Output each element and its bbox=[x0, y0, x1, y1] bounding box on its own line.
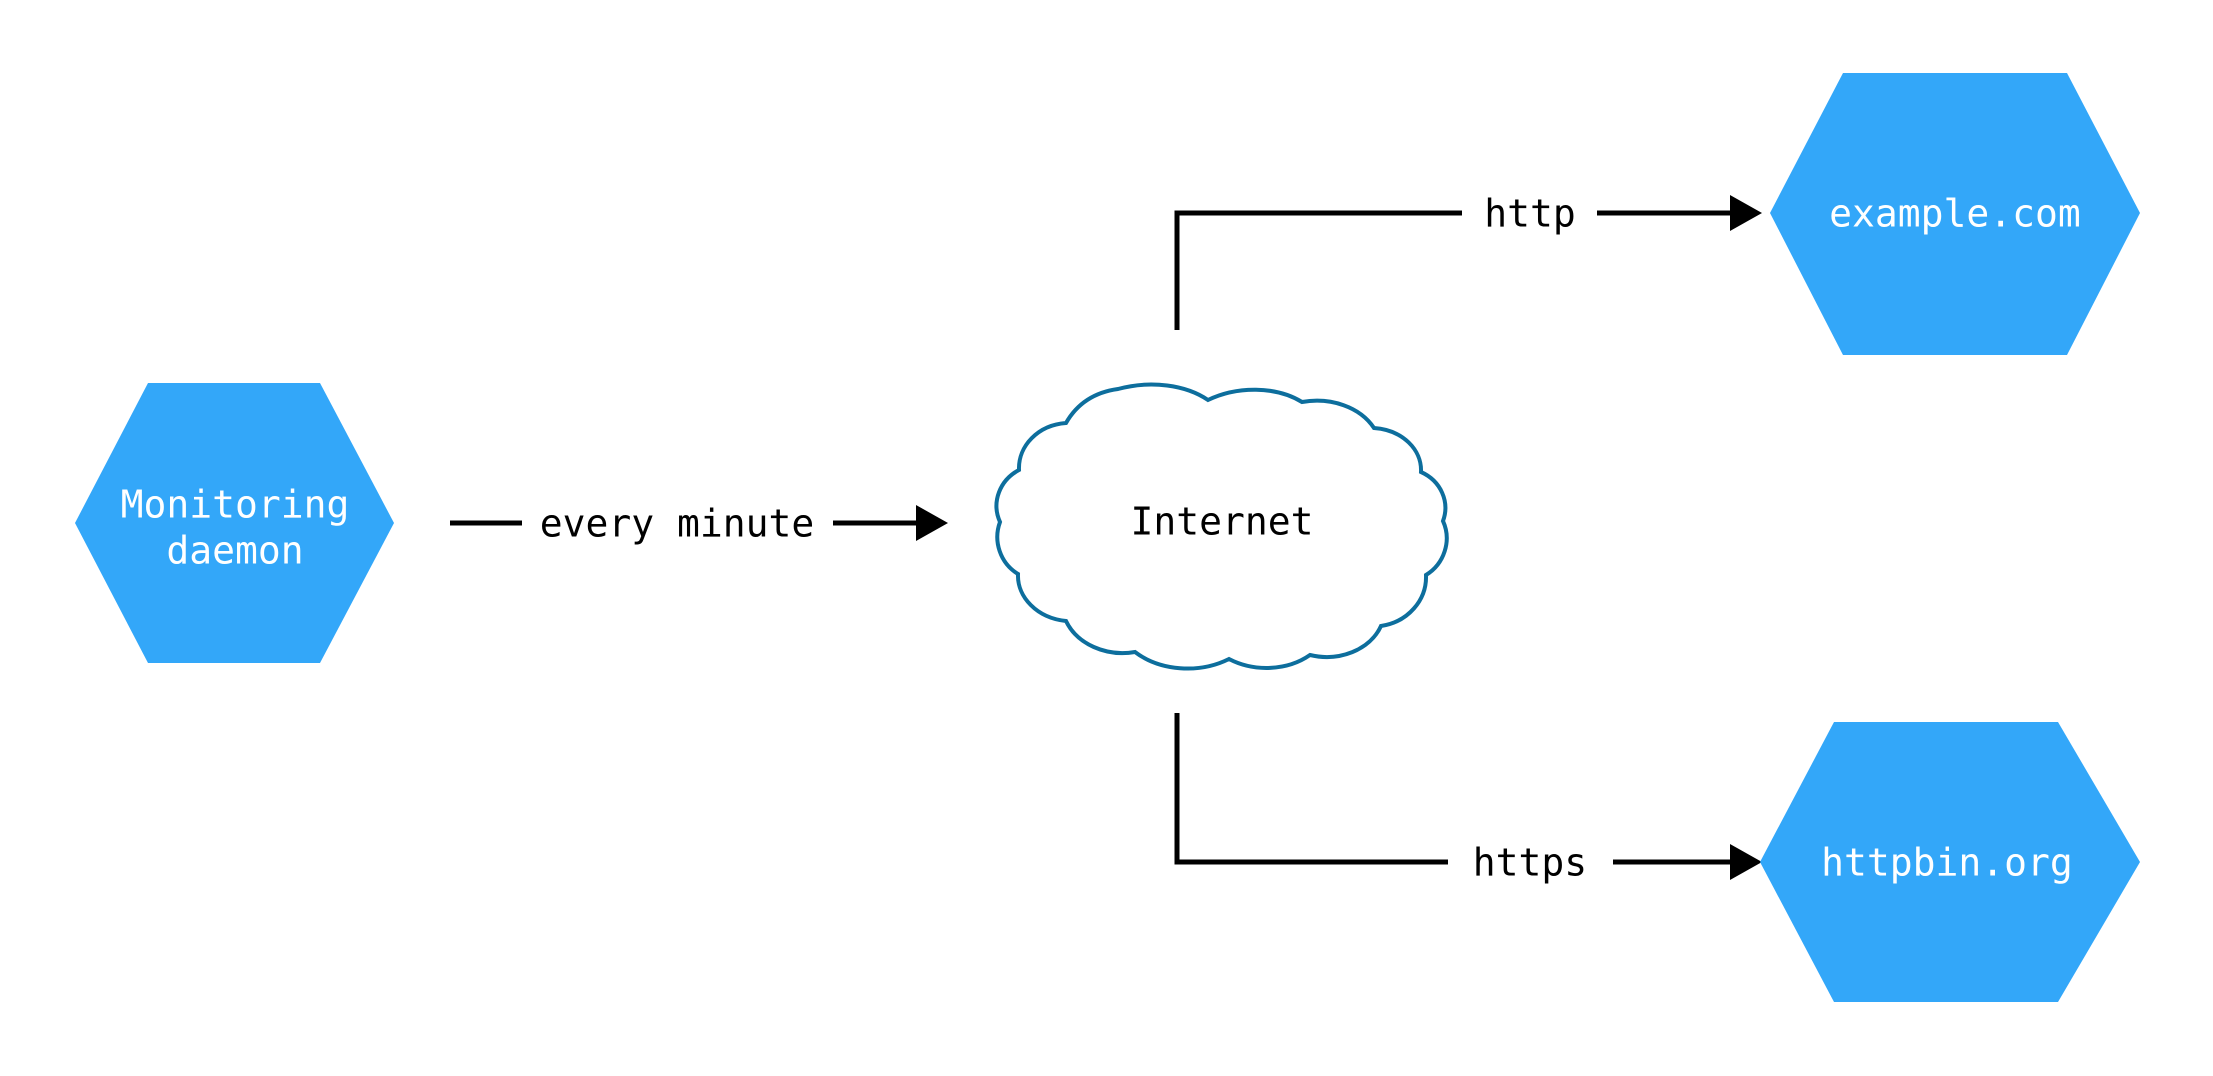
node-label-internet: Internet bbox=[1130, 500, 1313, 544]
edge-line-segment bbox=[1174, 210, 1462, 330]
node-label-line2: daemon bbox=[166, 529, 303, 573]
edge-line-segment bbox=[1174, 713, 1448, 865]
edge-label-every-minute: every minute bbox=[540, 502, 815, 546]
edge-internet-to-httpbin: https bbox=[1174, 713, 1762, 885]
node-label-line1: Monitoring bbox=[121, 483, 350, 527]
edge-daemon-to-internet: every minute bbox=[450, 502, 948, 546]
hexagon-shape[interactable] bbox=[1770, 73, 2140, 355]
arrowhead-icon bbox=[1730, 844, 1762, 880]
arrowhead-icon bbox=[1730, 195, 1762, 231]
cloud-shape[interactable] bbox=[994, 382, 1449, 671]
arrowhead-icon bbox=[916, 505, 948, 541]
node-internet[interactable]: Internet bbox=[994, 382, 1449, 671]
node-label-httpbin-org: httpbin.org bbox=[1821, 841, 2073, 885]
hexagon-shape[interactable] bbox=[1760, 722, 2140, 1002]
node-label-example-com: example.com bbox=[1829, 192, 2081, 236]
edge-label-https: https bbox=[1473, 841, 1587, 885]
node-example-com[interactable]: example.com bbox=[1770, 73, 2140, 355]
edge-label-http: http bbox=[1484, 192, 1576, 236]
node-monitoring-daemon[interactable]: Monitoring daemon bbox=[75, 383, 394, 663]
edge-internet-to-example: http bbox=[1174, 192, 1762, 330]
hexagon-shape[interactable] bbox=[75, 383, 394, 663]
node-httpbin-org[interactable]: httpbin.org bbox=[1760, 722, 2140, 1002]
